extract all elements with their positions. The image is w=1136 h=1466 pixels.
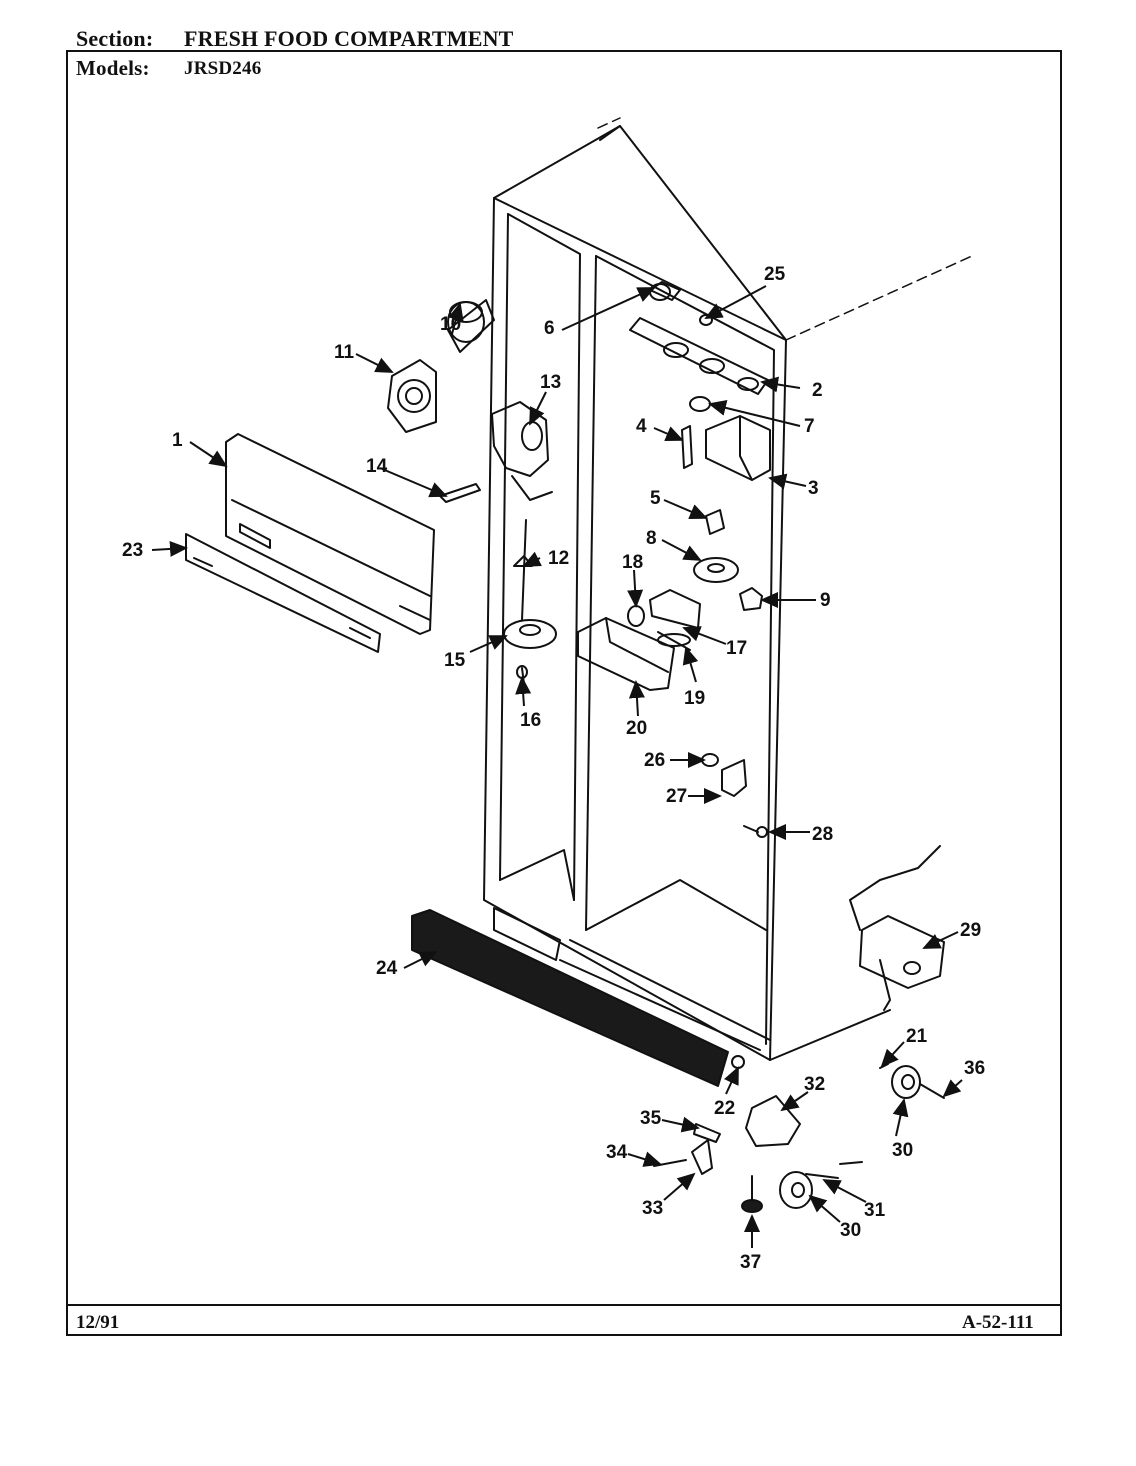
callout-35: 35 [640, 1108, 662, 1129]
callout-24: 24 [376, 958, 398, 979]
control-knob [693, 557, 739, 583]
callout-3: 3 [808, 478, 819, 499]
callout-16: 16 [520, 710, 541, 731]
footer-divider [66, 1304, 1062, 1306]
callout-37: 37 [740, 1252, 761, 1273]
control-housing [577, 617, 675, 691]
callout-30a: 30 [892, 1140, 913, 1161]
light-shield [705, 415, 771, 481]
models-value: JRSD246 [184, 58, 262, 79]
callout-19: 19 [684, 688, 705, 709]
callout-18: 18 [622, 552, 643, 573]
callout-8: 8 [646, 528, 657, 549]
callout-9: 9 [820, 590, 831, 611]
callout-23: 23 [122, 540, 143, 561]
callout-13: 13 [540, 372, 561, 393]
callout-33: 33 [642, 1198, 663, 1219]
footer-code: A-52-111 [962, 1312, 1034, 1333]
cabinet-outline [483, 125, 787, 1061]
models-label: Models: [76, 56, 150, 80]
callout-36: 36 [964, 1058, 985, 1079]
callout-34: 34 [606, 1142, 628, 1163]
callout-22: 22 [714, 1098, 735, 1119]
callout-10: 10 [440, 314, 461, 335]
callout-numbers: 1 2 3 4 5 6 7 8 9 10 11 12 13 14 15 16 1… [122, 264, 985, 1273]
roller-bottom [779, 1171, 813, 1209]
footer-date: 12/91 [76, 1312, 120, 1333]
callout-6: 6 [544, 318, 555, 339]
front-panel [225, 433, 435, 635]
fan-disc [503, 619, 557, 649]
roller-right [891, 1065, 921, 1099]
callout-32: 32 [804, 1074, 825, 1095]
callout-14: 14 [366, 456, 388, 477]
roller-bracket [745, 1095, 801, 1147]
callout-1: 1 [172, 430, 183, 451]
motor-bracket [491, 401, 549, 477]
callout-12: 12 [548, 548, 569, 569]
callout-29: 29 [960, 920, 981, 941]
light-bracket [629, 317, 769, 395]
callout-11: 11 [334, 342, 355, 363]
grille-plate [185, 533, 381, 653]
toe-grille [411, 909, 729, 1087]
callout-28: 28 [812, 824, 833, 845]
callout-15: 15 [444, 650, 466, 671]
rear-bracket [859, 915, 945, 989]
fan-shroud [387, 359, 437, 433]
callout-5: 5 [650, 488, 661, 509]
callout-2: 2 [812, 380, 823, 401]
section-title: FRESH FOOD COMPARTMENT [184, 26, 514, 51]
section-label: Section: [76, 26, 154, 51]
diagram-frame [66, 50, 1062, 1336]
callout-17: 17 [726, 638, 747, 659]
callout-27: 27 [666, 786, 687, 807]
callout-21: 21 [906, 1026, 928, 1047]
callout-30b: 30 [840, 1220, 861, 1241]
callout-26: 26 [644, 750, 665, 771]
callout-31: 31 [864, 1200, 886, 1221]
callout-20: 20 [626, 718, 647, 739]
callout-25: 25 [764, 264, 786, 285]
callout-4: 4 [636, 416, 647, 437]
callout-7: 7 [804, 416, 815, 437]
